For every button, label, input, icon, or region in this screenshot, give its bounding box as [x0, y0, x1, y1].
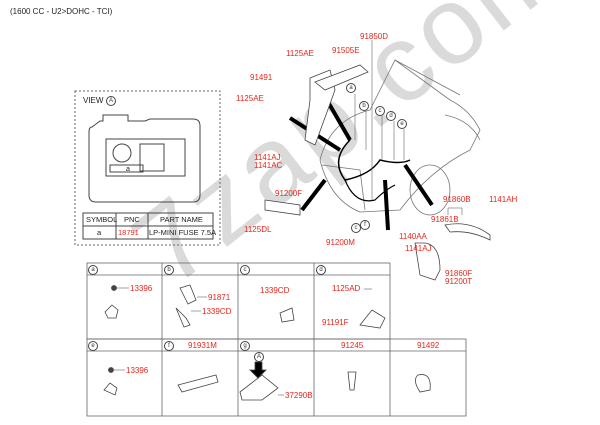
callout-91505E[interactable]: 91505E	[332, 46, 360, 55]
leader-lines	[354, 40, 463, 215]
view-a-frame	[74, 90, 221, 246]
marker-a[interactable]: a	[346, 83, 356, 93]
part-13396-a[interactable]: 13396	[130, 284, 153, 293]
part-37290B[interactable]: 37290B	[285, 391, 313, 400]
table-cell-symbol: a	[97, 228, 102, 237]
view-marker: A	[106, 96, 116, 106]
grid-part-sketches	[103, 284, 431, 401]
cell-b-letter: b	[164, 265, 174, 275]
parts-grid	[86, 262, 467, 417]
callout-91200T[interactable]: 91200T	[445, 277, 473, 286]
fuse-panel	[105, 138, 186, 177]
callout-1141AJ[interactable]: 1141AJ	[254, 153, 281, 162]
table-cell-part-name: LP-MINI FUSE 7.5A	[149, 228, 217, 237]
part-1339CD-b[interactable]: 1339CD	[202, 307, 232, 316]
fuse-box-outline	[88, 114, 201, 203]
relay-square	[139, 143, 165, 172]
brackets	[264, 64, 491, 281]
view-table	[82, 212, 214, 240]
callout-91491[interactable]: 91491	[250, 73, 273, 82]
cell-g-view-marker: A	[254, 352, 264, 362]
cell-91245-header[interactable]: 91245	[341, 341, 364, 350]
table-header-part-name: PART NAME	[160, 215, 203, 224]
cell-91492-header[interactable]: 91492	[417, 341, 440, 350]
part-1125AD[interactable]: 1125AD	[332, 284, 361, 293]
cell-f-header[interactable]: 91931M	[188, 341, 217, 350]
relay-round	[112, 143, 132, 163]
callout-91200M[interactable]: 91200M	[326, 238, 355, 247]
cell-d-letter: d	[316, 265, 326, 275]
cell-g-letter: g	[240, 341, 250, 351]
callout-91861B[interactable]: 91861B	[431, 215, 459, 224]
cell-e-letter: e	[88, 341, 98, 351]
marker-c[interactable]: c	[375, 106, 385, 116]
part-91191F[interactable]: 91191F	[322, 318, 349, 327]
callout-91850D[interactable]: 91850D	[360, 32, 389, 41]
table-header-symbol: SYMBOL	[86, 215, 118, 224]
part-1339CD-c[interactable]: 1339CD	[260, 286, 290, 295]
view-label: VIEW	[83, 96, 104, 105]
callout-1125AE-left[interactable]: 1125AE	[236, 94, 264, 103]
marker-d[interactable]: d	[386, 111, 396, 121]
wiring-harness	[288, 93, 434, 231]
marker-e[interactable]: e	[397, 119, 407, 129]
part-13396-e[interactable]: 13396	[126, 366, 149, 375]
marker-b[interactable]: b	[359, 101, 369, 111]
fuse-slot	[109, 164, 144, 173]
diagram-title: (1600 CC - U2>DOHC - TCI)	[10, 7, 113, 16]
callout-1125AE-top[interactable]: 1125AE	[286, 49, 314, 58]
cell-c-letter: c	[240, 265, 250, 275]
callout-91200F[interactable]: 91200F	[275, 189, 303, 198]
cell-f-letter: f	[164, 341, 174, 351]
table-header-pnc: PNC	[124, 215, 140, 224]
part-91871[interactable]: 91871	[208, 293, 231, 302]
callout-91860B[interactable]: 91860B	[443, 195, 471, 204]
callout-1141AC[interactable]: 1141AC	[254, 161, 283, 170]
vehicle-outline	[319, 59, 481, 216]
marker-f[interactable]: f	[360, 220, 370, 230]
cell-a-letter: a	[88, 265, 98, 275]
callout-1141AH[interactable]: 1141AH	[489, 195, 518, 204]
callout-1125DL[interactable]: 1125DL	[244, 225, 272, 234]
table-cell-pnc[interactable]: 18791	[118, 228, 139, 237]
callout-1141AJ-b[interactable]: 1141AJ	[405, 244, 432, 253]
callout-1140AA[interactable]: 1140AA	[399, 232, 427, 241]
callout-91860F[interactable]: 91860F	[445, 269, 473, 278]
fuse-slot-letter: a	[126, 166, 130, 173]
